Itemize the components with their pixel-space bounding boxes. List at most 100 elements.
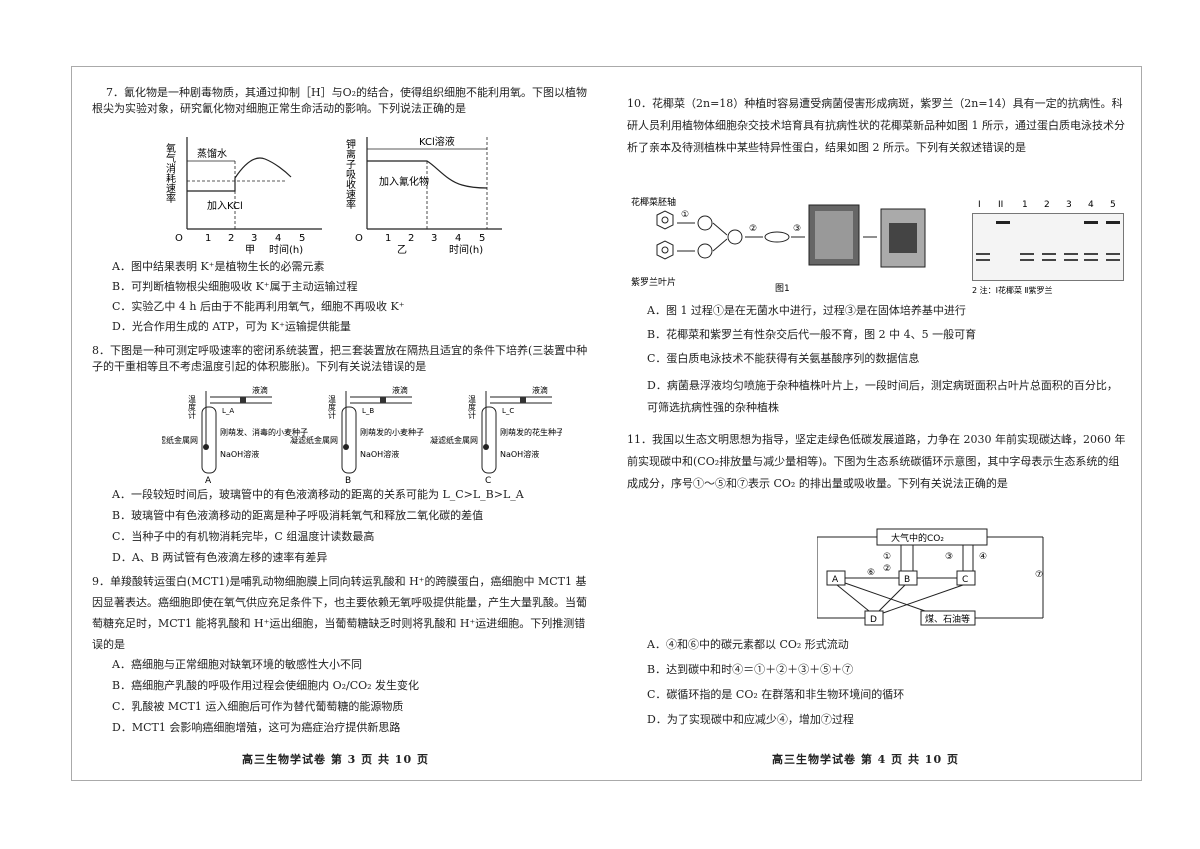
svg-text:紫罗兰叶片: 紫罗兰叶片 <box>631 276 676 288</box>
question-7-stem: 7．氰化物是一种剧毒物质，其通过抑制［H］与O₂的结合，使得组织细胞不能利用氧。… <box>92 86 588 115</box>
svg-text:凝滤纸金属网: 凝滤纸金属网 <box>162 435 198 445</box>
svg-text:I: I <box>978 200 981 210</box>
q10-option-b: B．花椰菜和紫罗兰有性杂交后代一般不育，图 2 中 4、5 一般可育 <box>647 328 977 341</box>
figure-2-gel <box>972 213 1124 281</box>
svg-text:①: ① <box>883 552 891 562</box>
q11-option-b: B．达到碳中和时④＝①＋②＋③＋⑤＋⑦ <box>647 663 854 676</box>
question-9: 9．单羧酸转运蛋白(MCT1)是哺乳动物细胞膜上同向转运乳酸和 H⁺的跨膜蛋白，… <box>92 571 590 655</box>
q7-option-b: B．可判断植物根尖细胞吸收 K⁺属于主动运输过程 <box>112 280 358 293</box>
svg-text:温度计: 温度计 <box>468 395 477 420</box>
svg-text:大气中的CO₂: 大气中的CO₂ <box>891 532 944 544</box>
exam-sheet: 7．氰化物是一种剧毒物质，其通过抑制［H］与O₂的结合，使得组织细胞不能利用氧。… <box>71 66 1142 781</box>
svg-text:③: ③ <box>793 224 801 234</box>
graph-yi: 钾离子吸收速率 KCl溶液 加入氰化物 O 1 2 3 4 5 时间(h) 乙 <box>344 135 502 255</box>
apparatus-b: 温度计 液滴 L_B 凝滤纸金属网 刚萌发的小麦种子 NaOH溶液 B <box>290 385 424 483</box>
question-10: 10．花椰菜（2n=18）种植时容易遭受病菌侵害形成病斑，紫罗兰（2n=14）具… <box>627 93 1127 159</box>
svg-text:②: ② <box>749 224 757 234</box>
question-10-stem: 10．花椰菜（2n=18）种植时容易遭受病菌侵害形成病斑，紫罗兰（2n=14）具… <box>627 97 1125 154</box>
apparatus-a: 温度计 液滴 L_A 凝滤纸金属网 刚萌发、消毒的小麦种子 NaOH溶液 A <box>162 385 308 483</box>
q9-option-d: D．MCT1 会影响癌细胞增殖，这可为癌症治疗提供新思路 <box>112 721 401 734</box>
svg-text:2: 2 <box>1044 200 1050 210</box>
graph-jia-add-label: 加入KCl <box>207 200 243 212</box>
svg-text:图1: 图1 <box>775 283 790 294</box>
q7-option-c: C．实验乙中 4 h 后由于不能再利用氧气，细胞不再吸收 K⁺ <box>112 300 405 313</box>
svg-text:C: C <box>962 575 968 585</box>
svg-text:A: A <box>205 476 212 483</box>
svg-text:NaOH溶液: NaOH溶液 <box>220 449 259 459</box>
svg-text:⑦: ⑦ <box>1035 570 1043 580</box>
svg-text:刚萌发的花生种子: 刚萌发的花生种子 <box>500 427 562 437</box>
svg-text:II: II <box>998 200 1003 210</box>
question-8-stem: 8．下图是一种可测定呼吸速率的密闭系统装置，把三套装置放在隔热且适宜的条件下培养… <box>92 344 588 373</box>
svg-text:4: 4 <box>275 233 281 244</box>
svg-text:C: C <box>485 476 491 483</box>
svg-text:刚萌发、消毒的小麦种子: 刚萌发、消毒的小麦种子 <box>220 427 308 437</box>
svg-text:D: D <box>870 615 877 625</box>
q11-option-c: C．碳循环指的是 CO₂ 在群落和非生物环境间的循环 <box>647 688 905 701</box>
svg-text:刚萌发的小麦种子: 刚萌发的小麦种子 <box>360 427 424 437</box>
q8-option-a: A．一段较短时间后，玻璃管中的有色液滴移动的距离的关系可能为 L_C>L_B>L… <box>112 488 524 501</box>
svg-text:凝滤纸金属网: 凝滤纸金属网 <box>290 435 338 445</box>
svg-text:5: 5 <box>1110 200 1116 210</box>
svg-text:L_A: L_A <box>222 407 234 415</box>
svg-text:液滴: 液滴 <box>532 385 548 395</box>
svg-text:NaOH溶液: NaOH溶液 <box>360 449 399 459</box>
graph-jia-name: 甲 <box>245 245 255 255</box>
q8-option-b: B．玻璃管中有色液滴移动的距离是种子呼吸消耗氧气和释放二氧化碳的差值 <box>112 509 484 522</box>
question-11-stem: 11．我国以生态文明思想为指导，坚定走绿色低碳发展道路，力争在 2030 年前实… <box>627 433 1126 490</box>
svg-text:1: 1 <box>205 233 211 244</box>
question-11: 11．我国以生态文明思想为指导，坚定走绿色低碳发展道路，力争在 2030 年前实… <box>627 429 1127 495</box>
question-8: 8．下图是一种可测定呼吸速率的密闭系统装置，把三套装置放在隔热且适宜的条件下培养… <box>92 343 590 375</box>
svg-text:液滴: 液滴 <box>392 385 408 395</box>
svg-text:NaOH溶液: NaOH溶液 <box>500 449 539 459</box>
svg-text:1: 1 <box>385 233 391 244</box>
question-9-stem: 9．单羧酸转运蛋白(MCT1)是哺乳动物细胞膜上同向转运乳酸和 H⁺的跨膜蛋白，… <box>92 575 587 651</box>
graph-yi-add-label: 加入氰化物 <box>379 175 429 188</box>
q10-option-c: C．蛋白质电泳技术不能获得有关氨基酸序列的数据信息 <box>647 352 920 365</box>
graph-jia: 氧气消耗速率 蒸馏水 加入KCl O 1 2 3 4 5 时间(h) 甲 <box>164 137 322 255</box>
apparatus-figure: 温度计 液滴 L_A 凝滤纸金属网 刚萌发、消毒的小麦种子 NaOH溶液 A 温… <box>162 385 562 483</box>
svg-text:3: 3 <box>251 233 257 244</box>
svg-text:L_B: L_B <box>362 407 374 415</box>
svg-text:花椰菜胚轴: 花椰菜胚轴 <box>631 196 676 208</box>
svg-text:温度计: 温度计 <box>328 395 337 420</box>
svg-text:煤、石油等: 煤、石油等 <box>925 613 970 625</box>
svg-text:2: 2 <box>228 233 234 244</box>
q11-option-d: D．为了实现碳中和应减少④，增加⑦过程 <box>647 713 854 726</box>
q10-option-a: A．图 1 过程①是在无菌水中进行，过程③是在固体培养基中进行 <box>647 304 966 317</box>
svg-text:1: 1 <box>1022 200 1028 210</box>
right-page-footer: 高三生物学试卷 第 4 页 共 10 页 <box>772 753 959 766</box>
svg-text:液滴: 液滴 <box>252 385 268 395</box>
svg-text:⑥: ⑥ <box>867 568 875 578</box>
q9-option-c: C．乳酸被 MCT1 运入细胞后可作为替代葡萄糖的能源物质 <box>112 700 404 713</box>
svg-text:4: 4 <box>455 233 461 244</box>
graph-yi-kcl-label: KCl溶液 <box>419 135 455 148</box>
svg-text:①: ① <box>681 210 689 220</box>
graph-jia-ylabel: 氧气消耗速率 <box>164 142 176 204</box>
q7-option-a: A．图中结果表明 K⁺是植物生长的必需元素 <box>112 260 325 273</box>
svg-text:3: 3 <box>431 233 437 244</box>
svg-text:4: 4 <box>1088 200 1094 210</box>
svg-text:温度计: 温度计 <box>188 395 197 420</box>
svg-text:5: 5 <box>479 233 485 244</box>
graph-jia-xlabel: 时间(h) <box>269 243 303 255</box>
svg-text:B: B <box>345 476 351 483</box>
apparatus-c: 温度计 液滴 L_C 凝滤纸金属网 刚萌发的花生种子 NaOH溶液 C <box>430 385 562 483</box>
svg-text:5: 5 <box>299 233 305 244</box>
svg-text:A: A <box>832 575 839 585</box>
graph-jia-water-label: 蒸馏水 <box>197 147 227 160</box>
left-page-footer: 高三生物学试卷 第 3 页 共 10 页 <box>242 753 429 766</box>
q11-option-a: A．④和⑥中的碳元素都以 CO₂ 形式流动 <box>647 638 849 651</box>
q8-option-d: D．A、B 两试管有色液滴左移的速率有差异 <box>112 551 328 564</box>
graph-yi-xlabel: 时间(h) <box>449 243 483 255</box>
svg-text:L_C: L_C <box>502 407 514 415</box>
svg-text:O: O <box>355 233 363 244</box>
figure-2: I II 1 2 3 4 5 图2 注：Ⅰ花椰菜 Ⅱ紫罗兰 <box>972 200 1120 295</box>
q9-option-a: A．癌细胞与正常细胞对缺氧环境的敏感性大小不同 <box>112 658 362 671</box>
svg-text:B: B <box>904 575 910 585</box>
question-7: 7．氰化物是一种剧毒物质，其通过抑制［H］与O₂的结合，使得组织细胞不能利用氧。… <box>92 85 590 117</box>
svg-text:O: O <box>175 233 183 244</box>
q7-option-d: D．光合作用生成的 ATP，可为 K⁺运输提供能量 <box>112 320 351 333</box>
svg-text:②: ② <box>883 564 891 574</box>
q10-option-d: D．病菌悬浮液均匀喷施于杂种植株叶片上，一段时间后，测定病斑面积占叶片总面积的百… <box>647 379 1118 414</box>
